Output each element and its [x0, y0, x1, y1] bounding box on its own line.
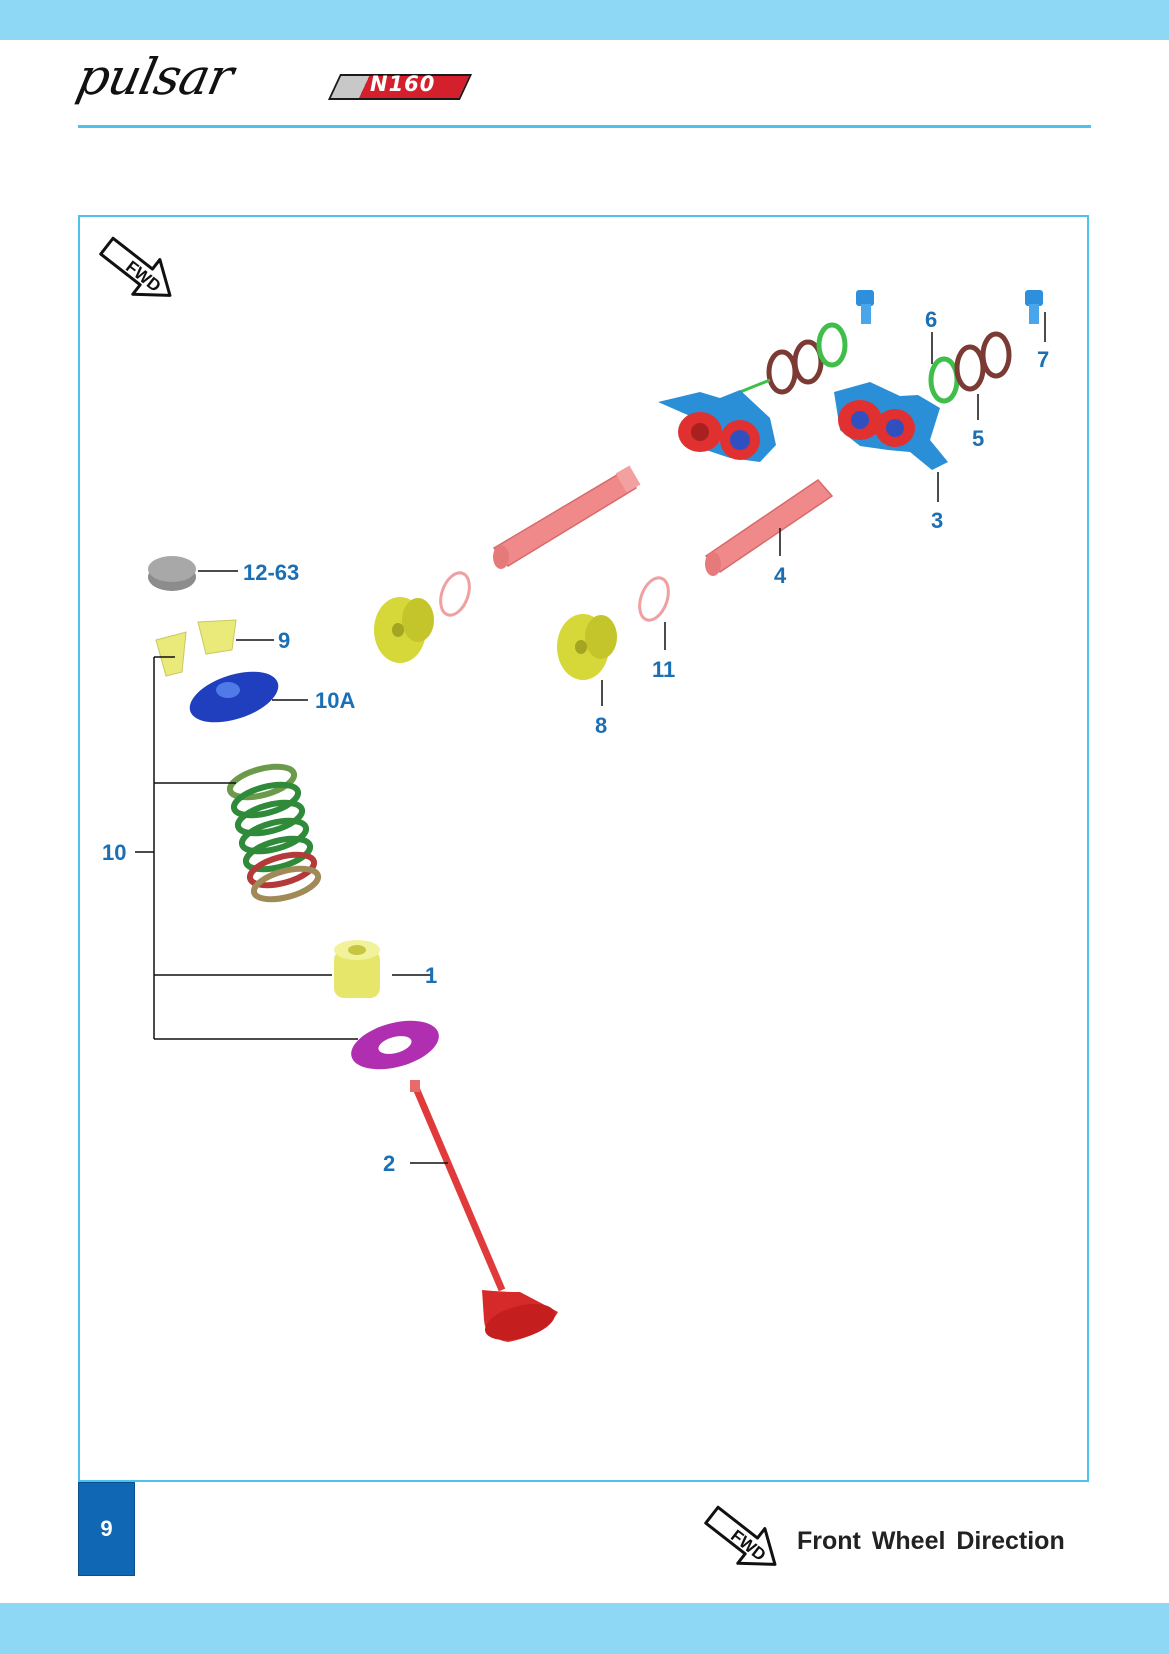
callout-5: 5 [972, 426, 984, 451]
shaft-ring-right [638, 576, 670, 622]
callout-7: 7 [1037, 347, 1049, 372]
brand-logo: pulsar N160 [72, 42, 473, 122]
callout-4: 4 [774, 563, 787, 588]
o-ring-right-green [928, 356, 960, 404]
spring-seat-washer [351, 1020, 439, 1070]
rocker-arm-right [834, 382, 948, 470]
shaft-ring-left [439, 571, 471, 617]
bolt-right [1025, 290, 1043, 324]
callout-6: 6 [925, 307, 937, 332]
engine-valve [410, 1080, 558, 1342]
shaft-plug-left [374, 597, 434, 663]
callout-3: 3 [931, 508, 943, 533]
callout-12-63: 12-63 [243, 560, 299, 585]
header-divider [78, 125, 1091, 128]
fwd-arrow-icon: FWD [99, 236, 172, 297]
callout-8: 8 [595, 713, 607, 738]
diagram-frame [78, 215, 1089, 1482]
o-ring-right-1 [954, 344, 986, 392]
rocker-arm-left [658, 390, 776, 462]
page-number: 9 [100, 1516, 113, 1541]
fwd-legend-arrow-icon: FWD [704, 1505, 777, 1566]
page-number-box: 9 [78, 1482, 135, 1576]
model-badge-text: N160 [370, 72, 436, 96]
o-ring-right-2 [980, 331, 1012, 379]
rocker-shaft-left [492, 465, 641, 569]
valve-spring [226, 763, 322, 903]
fwd-legend-label: Front Wheel Direction [797, 1527, 1065, 1555]
rocker-shaft-right [704, 479, 834, 576]
o-ring-left-1 [766, 349, 798, 395]
callout-9: 9 [278, 628, 290, 653]
callout-10a: 10A [315, 688, 355, 713]
valve-stem-seal [334, 940, 380, 998]
valve-cotters [155, 619, 237, 677]
callout-11: 11 [652, 657, 675, 682]
top-color-band [0, 0, 1169, 40]
callout-1: 1 [425, 963, 437, 988]
o-ring-left-2 [792, 339, 824, 385]
bolt-left [856, 290, 874, 324]
bottom-color-band [0, 1603, 1169, 1654]
callout-2: 2 [383, 1151, 395, 1176]
o-ring-left-3 [816, 322, 848, 368]
shaft-plug-right [557, 614, 617, 680]
valve-shim [148, 556, 196, 591]
leader-lines [135, 312, 1046, 1164]
callout-10: 10 [102, 840, 126, 865]
spring-retainer [189, 671, 279, 723]
